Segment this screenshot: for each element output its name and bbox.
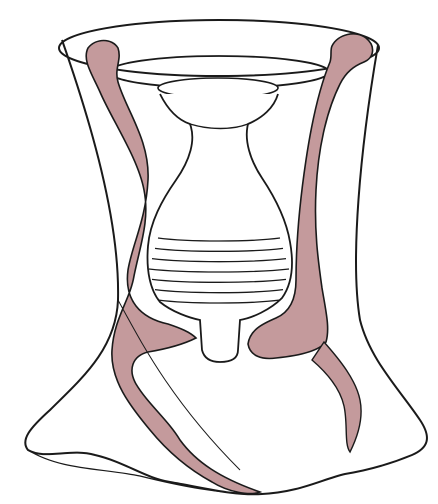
right-lower-strand [312, 342, 361, 452]
